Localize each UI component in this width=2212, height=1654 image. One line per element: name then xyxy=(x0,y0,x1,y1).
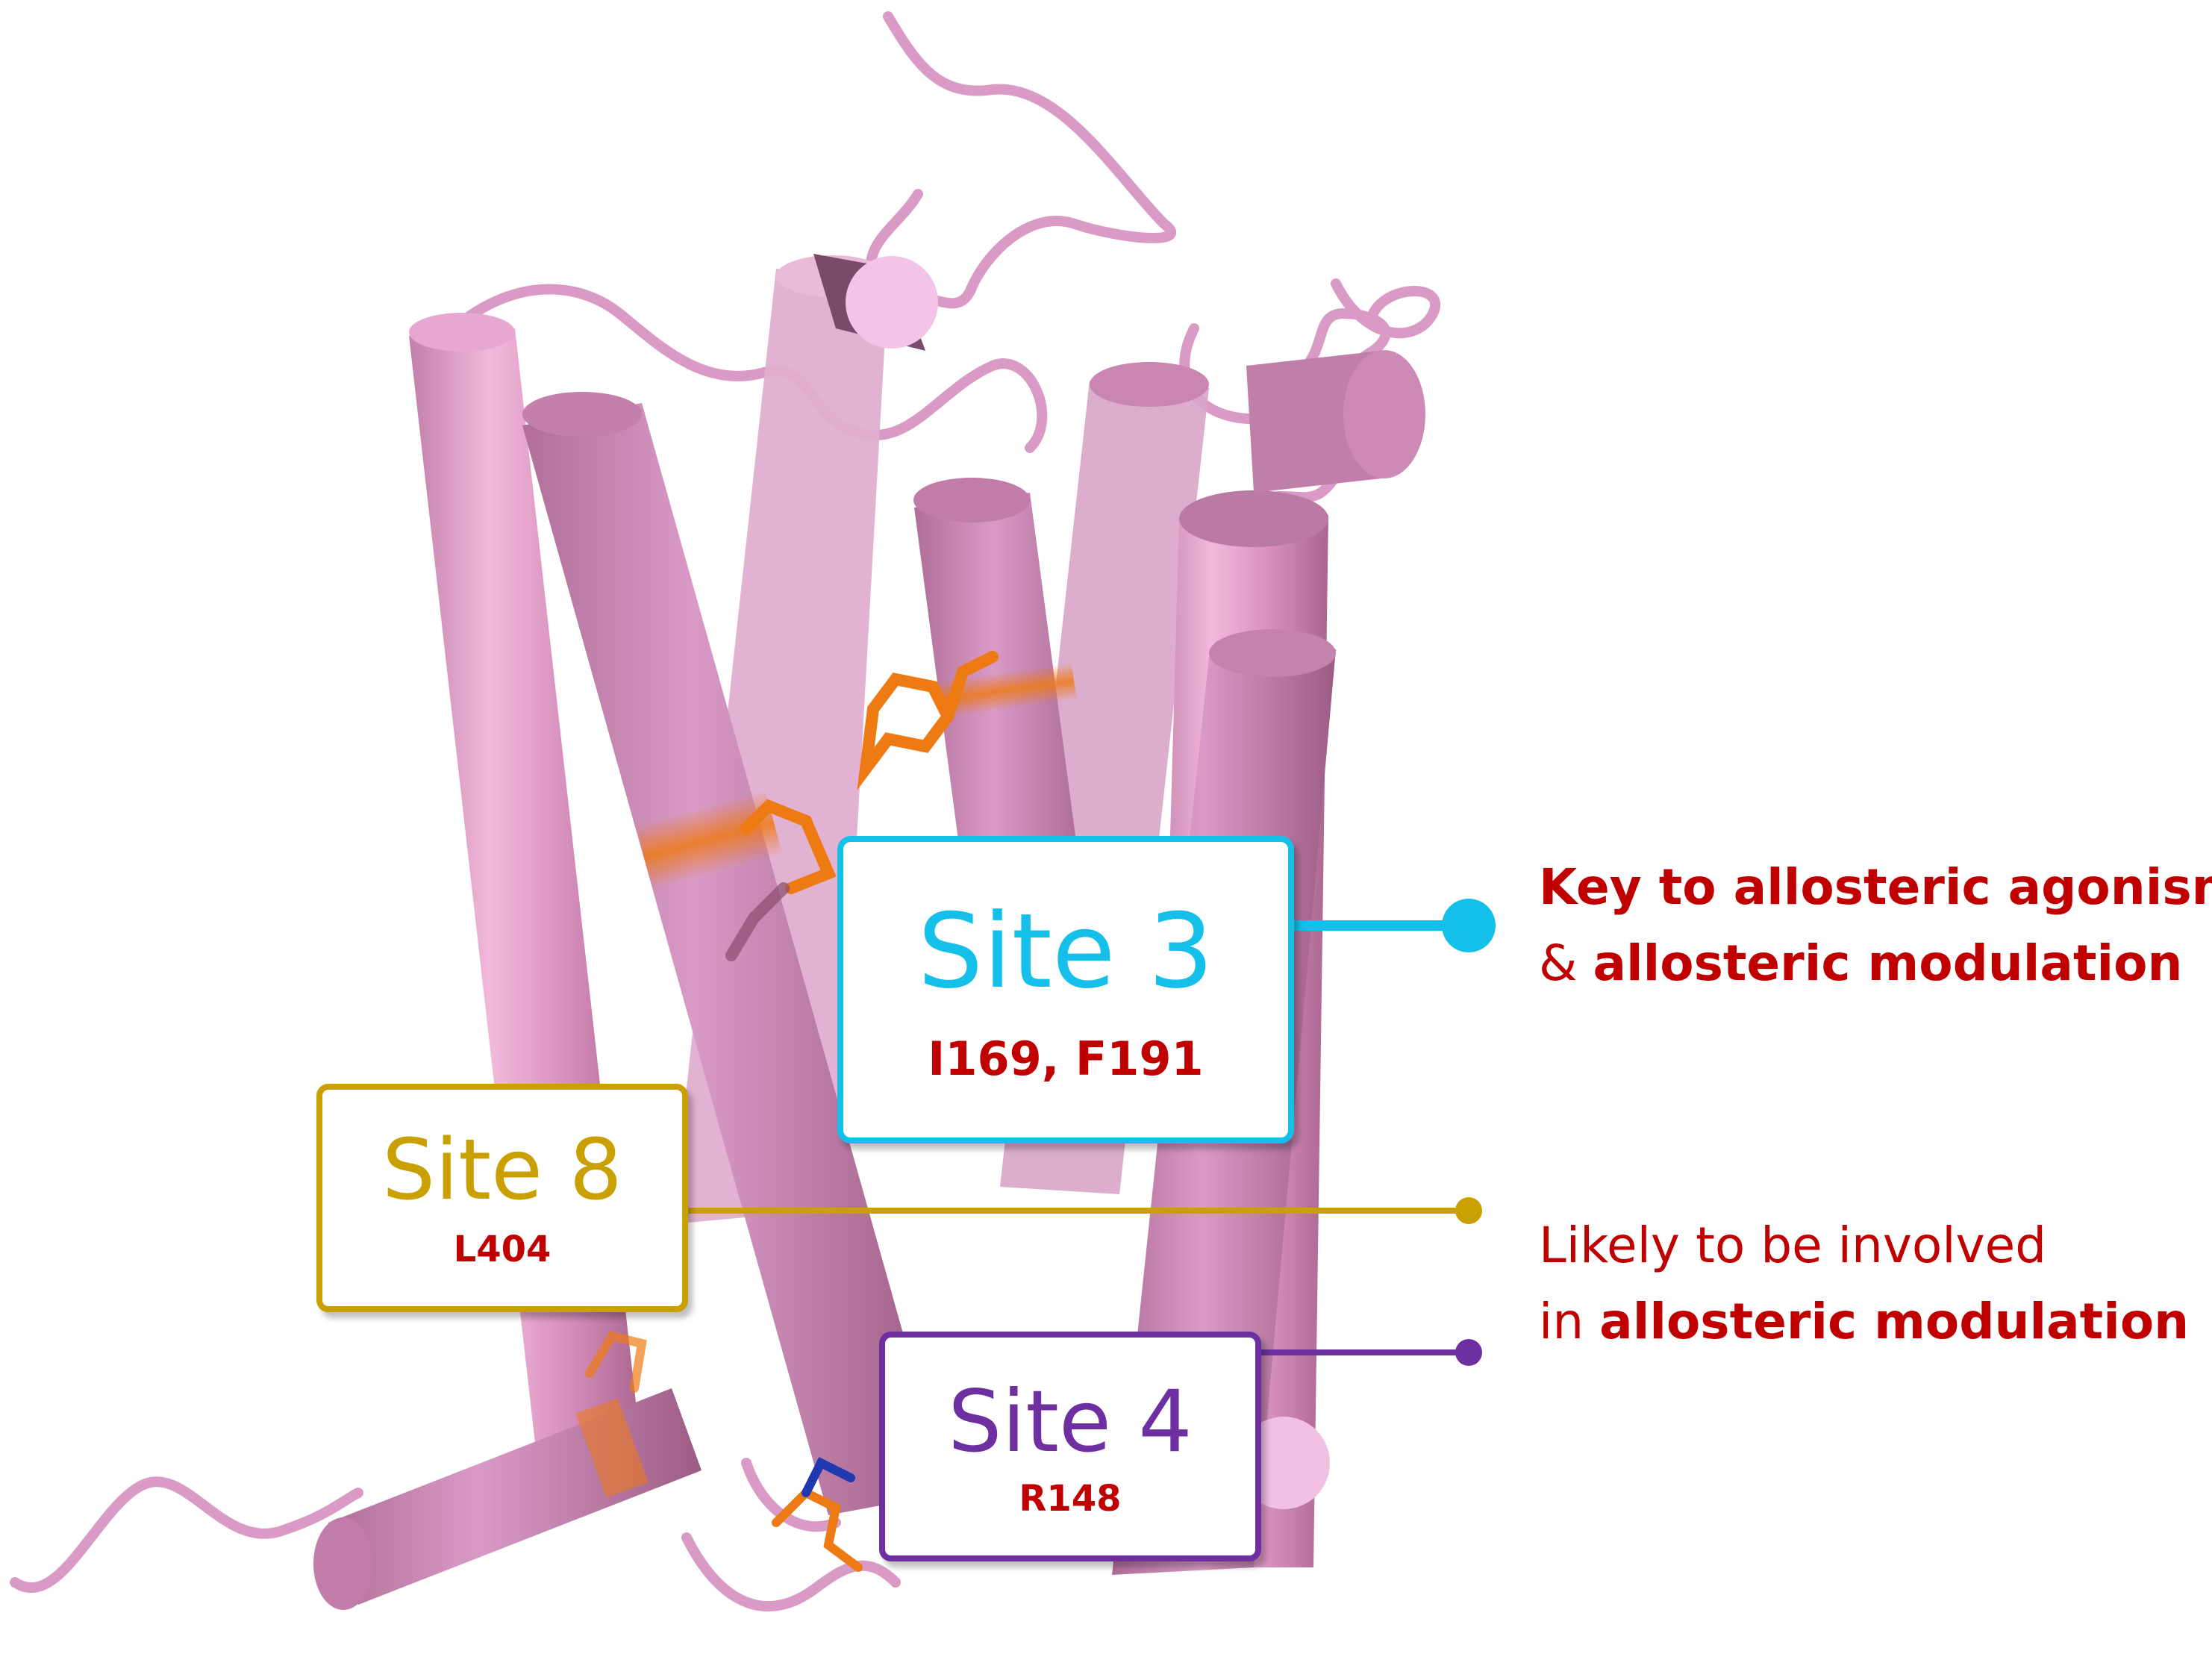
helix-top-right-cap xyxy=(1246,350,1425,493)
annotation-modulation-line2-prefix: in xyxy=(1539,1293,1600,1351)
site4-residues: R148 xyxy=(1019,1478,1122,1520)
residue-sticks xyxy=(585,651,999,1572)
annotation-agonism-line2: allosteric modulation xyxy=(1593,934,2183,993)
site3-title: Site 3 xyxy=(917,891,1214,1011)
site8-connector xyxy=(688,1197,1482,1224)
site3-connector xyxy=(1294,899,1496,952)
site8-residues: L404 xyxy=(453,1229,552,1270)
site4-connector xyxy=(1261,1339,1482,1366)
site8-label-box: Site 8 L404 xyxy=(316,1084,688,1312)
annotation-modulation: Likely to be involved in allosteric modu… xyxy=(1539,1208,2189,1361)
site3-label-box: Site 3 I169, F191 xyxy=(837,836,1294,1143)
site8-title: Site 8 xyxy=(382,1122,622,1219)
site4-label-box: Site 4 R148 xyxy=(879,1332,1261,1561)
helix-8 xyxy=(313,1388,702,1610)
annotation-agonism: Key to allosteric agonism & allosteric m… xyxy=(1539,849,2212,1002)
helix-top-cap xyxy=(813,254,938,351)
annotation-modulation-line2: allosteric modulation xyxy=(1599,1293,2190,1351)
site3-residues: I169, F191 xyxy=(928,1032,1204,1086)
annotation-modulation-line1: Likely to be involved xyxy=(1539,1217,2047,1274)
site4-title: Site 4 xyxy=(948,1372,1193,1471)
annotation-agonism-line1: Key to allosteric agonism xyxy=(1539,858,2212,916)
annotation-agonism-line2-prefix: & xyxy=(1539,934,1593,993)
